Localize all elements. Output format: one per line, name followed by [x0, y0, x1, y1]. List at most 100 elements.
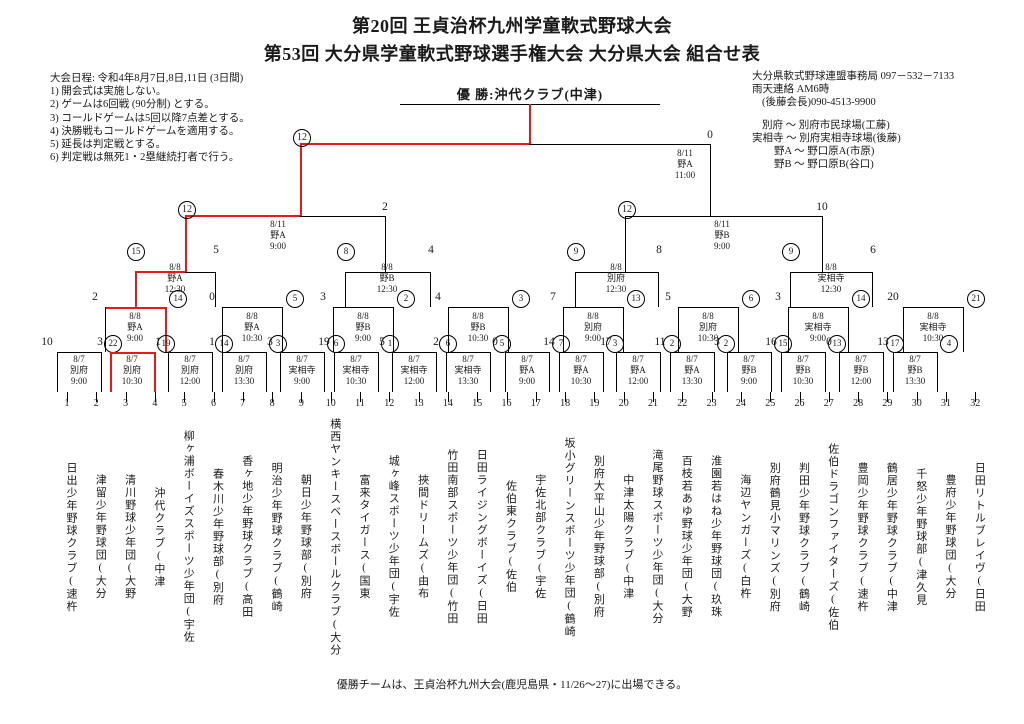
round2-left-stem-1: [105, 307, 106, 352]
score-q2-left-circled: 8: [337, 243, 355, 261]
score-round2-5-right-circled: 13: [627, 290, 645, 308]
score-round2-2-right-circled: 5: [286, 290, 304, 308]
rule-line-2: 2) ゲームは6回戦 (90分制) とする。: [50, 99, 215, 111]
score-round1-1-left: 10: [41, 336, 53, 348]
score-round1-9-left: 0: [492, 336, 498, 348]
q2-bar: [345, 272, 430, 273]
round1-bar-4: [222, 352, 266, 353]
team-number-2: 2: [93, 398, 99, 409]
match-time: 10:30: [241, 333, 263, 343]
match-venue: 野B: [714, 230, 730, 240]
tournament-rules-notes: 大会日程: 令和4年8月7日,8日,11日 (3日間) 1) 開会式は実施しない…: [50, 72, 250, 164]
team-name-26: 判田少年野球クラブ(鶴崎: [797, 461, 810, 613]
match-venue: 野A: [677, 159, 693, 169]
score-round1-6-right-circled: 1: [381, 335, 399, 353]
team-number-1: 1: [64, 398, 70, 409]
score-q1-left-circled: 15: [127, 243, 145, 261]
team-name-6: 春木川少年野球部(別府: [211, 467, 224, 607]
rule-line-6: 6) 判定戦は無死1・2塁継続打者で行う。: [50, 152, 240, 164]
match-date: 8/7: [797, 354, 809, 364]
team-stem-27: [828, 392, 830, 402]
team-stem-24: [740, 392, 742, 402]
q4-left-stem: [790, 272, 791, 307]
score-semi-right-left-circled: 12: [618, 201, 636, 219]
semi-right-bar: [625, 216, 822, 217]
team-stem-14: [447, 392, 449, 402]
team-name-23: 淮園若はね少年野球団(玖珠: [709, 455, 722, 619]
round1-right-stem-13: [771, 352, 772, 392]
team-number-4: 4: [152, 398, 158, 409]
round2-right-stem-4: [508, 307, 509, 352]
team-stem-30: [916, 392, 918, 402]
team-stem-29: [887, 392, 889, 402]
team-stem-7: [242, 392, 244, 402]
round1-right-stem-9: [549, 352, 550, 392]
team-number-28: 28: [853, 398, 864, 409]
page-title-line1: 第20回 王貞治杯九州学童軟式野球大会: [352, 16, 672, 36]
team-stem-10: [330, 392, 332, 402]
round1-bar-1: [57, 352, 101, 353]
match-date: 8/7: [296, 354, 308, 364]
team-name-15: 日田ライジングボーイズ(日田: [475, 449, 488, 625]
final-bar-right: [529, 144, 711, 145]
team-name-19: 別府大平山少年野球部(別府: [592, 455, 605, 619]
score-semi-right-right: 10: [816, 201, 828, 213]
match-info-final: 8/11 野A 11:00: [655, 148, 715, 181]
round1-right-stem-1: [101, 352, 102, 392]
team-number-9: 9: [298, 398, 304, 409]
round2-left-stem-8: [903, 307, 904, 352]
score-q3-left-circled: 9: [567, 243, 585, 261]
team-stem-16: [506, 392, 508, 402]
score-round1-14-right-circled: 13: [828, 335, 846, 353]
match-date: 8/8: [812, 311, 824, 321]
team-name-30: 千怒少年野球部(津久見: [914, 467, 927, 607]
q4-right-stem: [872, 272, 873, 307]
round2-right-stem-2: [282, 307, 283, 352]
match-venue: 実相寺: [288, 365, 316, 375]
match-time: 10:30: [467, 333, 489, 343]
match-time: 9:00: [293, 376, 310, 386]
round1-left-stem-14: [781, 352, 782, 392]
round1-bar-7: [392, 352, 436, 353]
q4-bar: [790, 272, 872, 273]
team-name-9: 朝日少年野球部(別府: [299, 474, 312, 600]
team-name-17: 宇佐北部クラブ(宇佐: [533, 474, 546, 600]
winner-path-q1-bar: [135, 271, 186, 273]
round1-right-stem-11: [660, 352, 661, 392]
match-date: 8/11: [714, 219, 730, 229]
team-number-21: 21: [648, 398, 658, 409]
rule-line-0: 大会日程: 令和4年8月7日,8日,11日 (3日間): [50, 73, 244, 84]
match-info-q4: 8/8 実相寺 12:30: [801, 262, 861, 295]
match-date: 8/7: [521, 354, 533, 364]
match-time: 9:00: [70, 376, 87, 386]
round1-left-stem-6: [334, 352, 335, 392]
score-round2-6-left: 5: [665, 291, 671, 303]
match-time: 9:00: [354, 333, 371, 343]
match-date: 8/7: [909, 354, 921, 364]
round2-bar-4: [448, 307, 508, 308]
round1-bar-12: [670, 352, 714, 353]
match-date: 8/7: [73, 354, 85, 364]
match-date: 8/7: [408, 354, 420, 364]
team-number-26: 26: [794, 398, 805, 409]
match-date: 8/11: [270, 219, 286, 229]
match-venue: 野B: [470, 322, 486, 332]
match-date: 8/7: [575, 354, 587, 364]
match-venue: 野A: [270, 230, 286, 240]
match-date: 8/8: [169, 262, 181, 272]
rule-line-1: 1) 開会式は実施しない。: [50, 86, 167, 98]
score-round1-12-right-circled: 2: [717, 335, 735, 353]
round1-bar-3: [168, 352, 212, 353]
round1-bar-10: [559, 352, 603, 353]
semi-left-right-stem: [385, 216, 386, 272]
